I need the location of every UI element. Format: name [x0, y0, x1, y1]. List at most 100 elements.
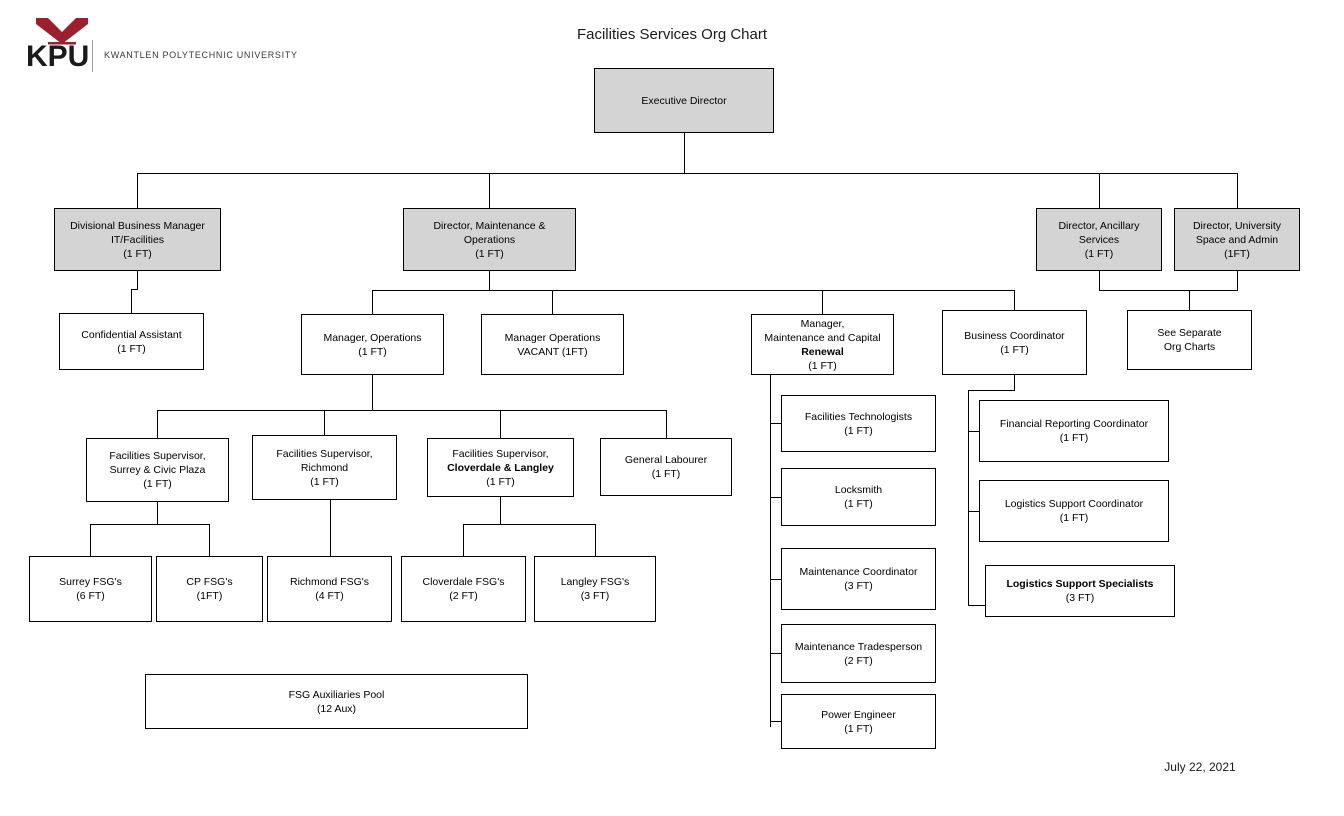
node-langley-fsgs[interactable]: Langley FSG's (3 FT) [534, 556, 656, 622]
node-line: (1 FT) [651, 468, 681, 480]
node-line: See Separate [1157, 327, 1222, 339]
node-director-ancillary-services[interactable]: Director, Ancillary Services (1 FT) [1036, 208, 1162, 271]
node-fsg-auxiliaries-pool[interactable]: FSG Auxiliaries Pool (12 Aux) [145, 674, 528, 729]
connector-drop-fs-richmond [324, 410, 325, 435]
connector-dbm-down [137, 271, 138, 289]
node-line: Maintenance and Capital [764, 331, 881, 344]
connector-drop-manager-mcr [822, 290, 823, 314]
node-line: FSG Auxiliaries Pool [288, 688, 385, 701]
connector-drop-director-space [1237, 173, 1238, 208]
connector-mcr-spine [770, 375, 771, 727]
connector-drop-cp-fsgs [209, 524, 210, 556]
node-see-separate-org-charts[interactable]: See Separate Org Charts [1127, 310, 1252, 370]
node-line: Manager, [800, 317, 845, 330]
node-line: (1 FT) [117, 342, 146, 355]
connector-bc-spine [968, 390, 969, 605]
node-line: Manager, Operations [323, 331, 422, 344]
node-line: Space and Admin [1195, 233, 1279, 246]
kpu-chevron-icon [36, 18, 88, 45]
node-line: Richmond FSG's [289, 576, 370, 588]
connector-dbm-jog [131, 289, 138, 290]
connector-drop-manager-operations [372, 290, 373, 314]
connector-exec-bus [137, 173, 1237, 174]
connector-bc-to-logistics-spec [968, 605, 985, 606]
node-line: Facilities Supervisor, [276, 447, 373, 460]
node-line: Financial Reporting Coordinator [999, 418, 1149, 430]
node-cloverdale-fsgs[interactable]: Cloverdale FSG's (2 FT) [401, 556, 526, 622]
connector-drop-langley-fsgs [595, 524, 596, 556]
node-confidential-assistant[interactable]: Confidential Assistant (1 FT) [59, 313, 204, 370]
node-line: (1FT) [1224, 247, 1250, 260]
connector-drop-manager-operations-vacant [552, 290, 553, 314]
connector-bc-down [1014, 375, 1015, 390]
connector-separate-bus [1099, 290, 1238, 291]
node-line: (1 FT) [844, 498, 873, 510]
logo-acronym: KPU [26, 40, 90, 73]
node-facilities-supervisor-surrey[interactable]: Facilities Supervisor, Surrey & Civic Pl… [86, 438, 229, 502]
connector-drop-surrey-fsgs [90, 524, 91, 556]
node-director-maintenance-operations[interactable]: Director, Maintenance & Operations (1 FT… [403, 208, 576, 271]
node-line: (1 FT) [808, 359, 837, 372]
node-business-coordinator[interactable]: Business Coordinator (1 FT) [942, 310, 1087, 375]
node-line: Locksmith [834, 484, 883, 496]
connector-drop-fs-surrey [157, 410, 158, 438]
node-line: Confidential Assistant [81, 328, 182, 341]
node-line: (1FT) [196, 590, 223, 602]
node-maintenance-coordinator[interactable]: Maintenance Coordinator (3 FT) [781, 548, 936, 610]
node-line: IT/Facilities [110, 233, 165, 246]
node-manager-operations[interactable]: Manager, Operations (1 FT) [301, 314, 444, 375]
node-facilities-technologists[interactable]: Facilities Technologists (1 FT) [781, 395, 936, 452]
connector-supervisors-bus [157, 410, 666, 411]
node-facilities-supervisor-cloverdale-langley[interactable]: Facilities Supervisor, Cloverdale & Lang… [427, 438, 574, 497]
node-financial-reporting-coordinator[interactable]: Financial Reporting Coordinator (1 FT) [979, 400, 1169, 462]
node-line: (1 FT) [1000, 343, 1029, 356]
node-power-engineer[interactable]: Power Engineer (1 FT) [781, 694, 936, 749]
node-line: Director, Ancillary [1058, 219, 1140, 232]
node-director-university-space-admin[interactable]: Director, University Space and Admin (1F… [1174, 208, 1300, 271]
connector-confidential-assistant-drop [131, 289, 132, 313]
connector-richmond-drop [330, 500, 331, 556]
node-facilities-supervisor-richmond[interactable]: Facilities Supervisor, Richmond (1 FT) [252, 435, 397, 500]
connector-drop-cloverdale-fsgs [463, 524, 464, 556]
node-manager-operations-vacant[interactable]: Manager Operations VACANT (1FT) [481, 314, 624, 375]
node-line: (1 FT) [358, 345, 387, 358]
node-manager-maintenance-capital-renewal[interactable]: Manager, Maintenance and Capital Renewal… [751, 314, 894, 375]
node-surrey-fsgs[interactable]: Surrey FSG's (6 FT) [29, 556, 152, 622]
node-line: Divisional Business Manager [70, 219, 205, 232]
node-logistics-support-specialists[interactable]: Logistics Support Specialists (3 FT) [985, 565, 1175, 617]
node-executive-director[interactable]: Executive Director [594, 68, 774, 133]
node-line: Surrey & Civic Plaza [109, 464, 206, 476]
connector-mcr-to-technologists [770, 423, 781, 424]
connector-mcr-to-power-engineer [770, 721, 781, 722]
node-logistics-support-coordinator[interactable]: Logistics Support Coordinator (1 FT) [979, 480, 1169, 542]
node-line: Power Engineer [821, 708, 896, 721]
page-title: Facilities Services Org Chart [576, 26, 768, 43]
node-line: Cloverdale & Langley [447, 461, 554, 474]
connector-space-down [1237, 271, 1238, 290]
node-line: (2 FT) [449, 590, 478, 602]
node-line: Facilities Supervisor, [109, 450, 206, 462]
node-line: Services [1078, 233, 1120, 246]
node-line: (3 FT) [844, 580, 873, 592]
connector-mcr-to-locksmith [770, 497, 781, 498]
node-line: (1 FT) [486, 475, 515, 488]
connector-separate-drop [1189, 290, 1190, 310]
node-general-labourer[interactable]: General Labourer (1 FT) [600, 438, 732, 496]
node-maintenance-tradesperson[interactable]: Maintenance Tradesperson (2 FT) [781, 624, 936, 683]
node-divisional-business-manager[interactable]: Divisional Business Manager IT/Facilitie… [54, 208, 221, 271]
node-line: Executive Director [641, 94, 727, 107]
node-line: (1 FT) [143, 478, 172, 490]
node-locksmith[interactable]: Locksmith (1 FT) [781, 468, 936, 526]
node-line: Maintenance Tradesperson [794, 640, 923, 653]
connector-drop-director-mo [489, 173, 490, 208]
node-line: Org Charts [1163, 341, 1216, 353]
connector-bc-jog [968, 390, 1015, 391]
node-line: (4 FT) [315, 590, 344, 602]
node-line: (1 FT) [844, 722, 873, 735]
node-richmond-fsgs[interactable]: Richmond FSG's (4 FT) [267, 556, 392, 622]
connector-mcr-to-tradesperson [770, 653, 781, 654]
node-cp-fsgs[interactable]: CP FSG's (1FT) [156, 556, 263, 622]
connector-bc-to-financial [968, 431, 979, 432]
connector-drop-business-coordinator [1014, 290, 1015, 310]
